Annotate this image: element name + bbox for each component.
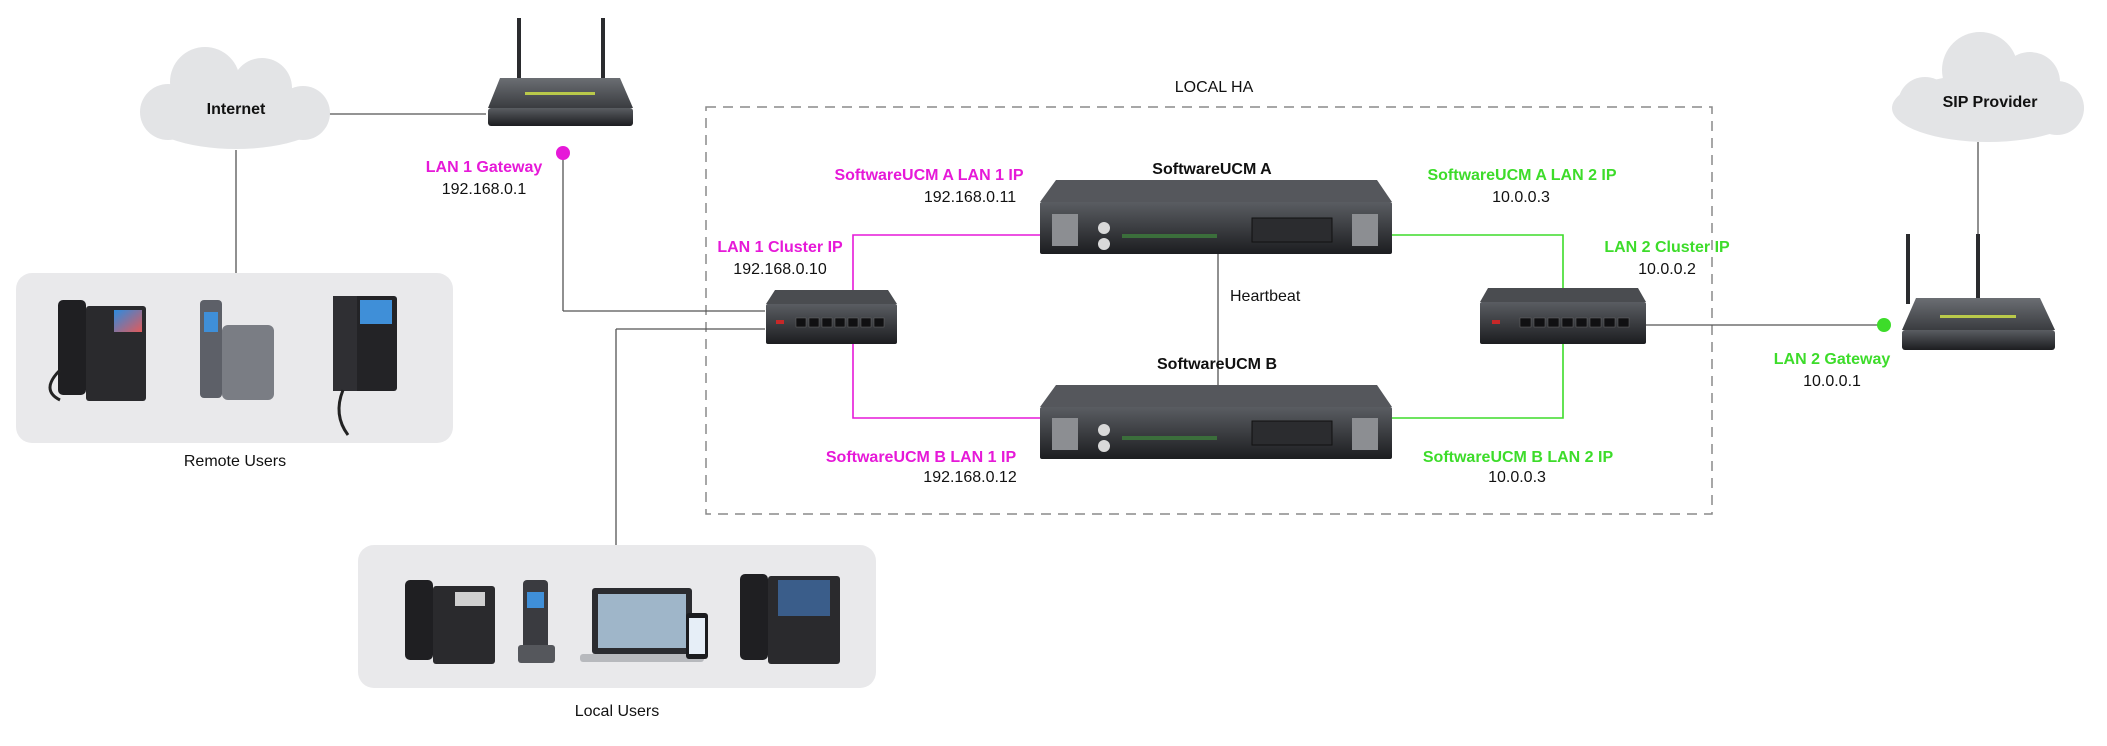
- connection-lines: [235, 113, 1979, 545]
- lan2-cluster-ip: 10.0.0.2: [1638, 261, 1696, 278]
- router-lan2: [1902, 234, 2055, 350]
- internet-cloud: [140, 47, 330, 149]
- local-video-phone: [740, 574, 840, 664]
- sip-provider-label: SIP Provider: [1942, 94, 2038, 111]
- sip-provider-cloud: [1892, 32, 2084, 142]
- lan2-links: [1392, 234, 1564, 419]
- ucm-a-name: SoftwareUCM A: [1152, 161, 1272, 178]
- ucm-b-lan2-label: SoftwareUCM B LAN 2 IP: [1422, 449, 1614, 466]
- ucm-a-lan1-ip: 192.168.0.11: [923, 189, 1017, 206]
- ucm-b-name: SoftwareUCM B: [1156, 356, 1278, 373]
- server-ucm-b: [1040, 385, 1392, 459]
- lan2-cluster-label: LAN 2 Cluster IP: [1604, 239, 1730, 256]
- local-ha-title: LOCAL HA: [1174, 79, 1254, 96]
- local-laptop: [580, 588, 708, 662]
- lan2-gateway-ip: 10.0.0.1: [1803, 373, 1861, 390]
- local-dect-phone: [518, 580, 555, 663]
- ucm-a-lan1-label: SoftwareUCM A LAN 1 IP: [834, 167, 1024, 184]
- local-users-label: Local Users: [574, 703, 660, 720]
- heartbeat-label: Heartbeat: [1230, 288, 1301, 305]
- lan2-gateway-label: LAN 2 Gateway: [1773, 351, 1891, 368]
- switch-lan1: [766, 290, 897, 344]
- ucm-b-lan2-ip: 10.0.0.3: [1488, 469, 1546, 486]
- ucm-a-lan2-ip: 10.0.0.3: [1492, 189, 1550, 206]
- remote-users-label: Remote Users: [183, 453, 287, 470]
- lan2-gateway-dot: [1877, 318, 1891, 332]
- router-lan1: [488, 18, 633, 126]
- lan1-gateway-ip: 192.168.0.1: [441, 181, 527, 198]
- local-desk-phone: [405, 580, 495, 664]
- ucm-b-lan1-label: SoftwareUCM B LAN 1 IP: [825, 449, 1017, 466]
- lan1-cluster-ip: 192.168.0.10: [733, 261, 827, 278]
- server-ucm-a: [1040, 180, 1392, 254]
- remote-dect-phone: [200, 300, 274, 400]
- ucm-b-lan1-ip: 192.168.0.12: [923, 469, 1017, 486]
- ucm-a-lan2-label: SoftwareUCM A LAN 2 IP: [1427, 167, 1617, 184]
- lan1-gateway-dot: [556, 146, 570, 160]
- lan1-gateway-label: LAN 1 Gateway: [425, 159, 543, 176]
- lan1-links: [852, 234, 1040, 419]
- switch-lan2: [1480, 288, 1646, 344]
- lan1-cluster-label: LAN 1 Cluster IP: [717, 239, 843, 256]
- remote-desk-phone: [48, 300, 146, 402]
- remote-compact-phone: [333, 296, 397, 436]
- internet-label: Internet: [206, 101, 266, 118]
